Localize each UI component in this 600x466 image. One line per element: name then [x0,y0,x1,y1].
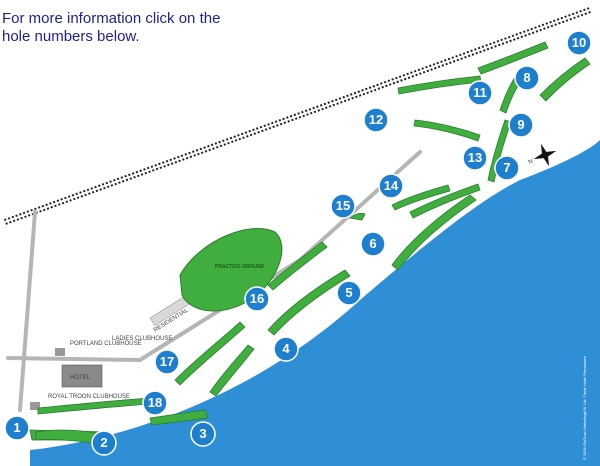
hole-10-number: 10 [572,35,586,50]
fairway-18 [37,397,151,415]
fairway-5 [267,269,351,336]
hole-6-number: 6 [369,236,376,251]
buildings: HOTEL PORTLAND CLUBHOUSE LADIES CLUBHOUS… [30,336,172,410]
hole-14-button[interactable]: 14 [378,173,404,199]
portland-clubhouse-label: PORTLAND CLUBHOUSE [70,341,142,347]
hole-17-button[interactable]: 17 [154,349,180,375]
hole-5-number: 5 [345,285,352,300]
hole-18-number: 18 [148,395,162,410]
hole-16-number: 16 [250,291,264,306]
copyright-text: © 1999 GuGuru Marketing/UK Ltd. Trade Ho… [582,355,587,460]
hole-9-number: 9 [517,117,524,132]
practice-ground-label: PRACTICE GROUND [215,264,265,270]
fairway-6 [391,194,477,271]
royal-troon-clubhouse-label: ROYAL TROON CLUBHOUSE [48,394,130,400]
fairway-16 [267,241,328,291]
hole-6-button[interactable]: 6 [360,231,386,257]
hole-4-button[interactable]: 4 [273,336,299,362]
hole-8-button[interactable]: 8 [514,65,540,91]
hole-3-button[interactable]: 3 [190,421,216,447]
hole-3-number: 3 [199,426,206,441]
hole-11-number: 11 [473,85,487,100]
hole-7-button[interactable]: 7 [494,155,520,181]
hole-buttons: 1 2 3 4 5 6 7 8 9 10 11 12 13 14 15 16 1… [4,30,592,456]
hole-15-button[interactable]: 15 [330,193,356,219]
hole-4-number: 4 [282,341,290,356]
hole-15-number: 15 [336,198,350,213]
hole-2-button[interactable]: 2 [91,430,117,456]
hole-13-number: 13 [468,150,482,165]
sea-area [30,140,600,466]
hole-10-button[interactable]: 10 [566,30,592,56]
compass: N [528,143,557,167]
hole-7-number: 7 [503,160,510,175]
fairway-3 [149,409,209,426]
hole-18-button[interactable]: 18 [142,390,168,416]
intro-line-2: hole numbers below. [2,28,140,45]
fairway-10 [477,41,549,75]
fairway-4 [209,344,255,397]
hole-5-button[interactable]: 5 [336,280,362,306]
railway-line [3,7,592,225]
fairway-14 [391,184,451,211]
hole-8-number: 8 [523,70,530,85]
fairway-9 [539,57,591,102]
hole-1-number: 1 [13,420,20,435]
intro-line-1: For more information click on the [2,10,221,27]
hotel-label: HOTEL [70,375,91,381]
hole-11-button[interactable]: 11 [467,80,493,106]
ladies-clubhouse-label: LADIES CLUBHOUSE [112,336,172,342]
hole-14-number: 14 [384,178,399,193]
compass-n-label: N [528,159,534,166]
hole-16-button[interactable]: 16 [244,286,270,312]
intro-text: For more information click on the hole n… [2,10,220,46]
hole-13-button[interactable]: 13 [462,145,488,171]
fairway-17 [174,321,246,386]
fairway-12 [413,119,481,142]
hole-17-number: 17 [160,354,174,369]
hole-12-button[interactable]: 12 [363,107,389,133]
fairway-13 [409,183,481,219]
hole-2-number: 2 [100,435,107,450]
fairway-15 [349,212,366,221]
hole-12-number: 12 [369,112,383,127]
hole-9-button[interactable]: 9 [508,112,534,138]
hole-1-button[interactable]: 1 [4,415,30,441]
